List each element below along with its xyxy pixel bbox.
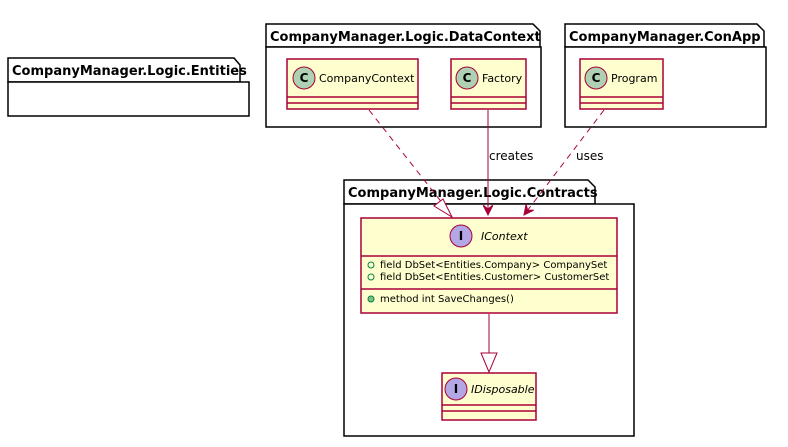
public-field-icon — [367, 273, 375, 281]
interface-idisposable[interactable]: I IDisposable — [441, 372, 537, 421]
interface-icontext[interactable]: I IContext field DbSet<Entities.Company>… — [360, 217, 618, 314]
interface-method: method int SaveChanges() — [380, 294, 514, 305]
interface-idisposable-name: IDisposable — [471, 383, 535, 396]
package-entities-title: CompanyManager.Logic.Entities — [12, 64, 247, 79]
class-badge-letter: C — [592, 71, 601, 85]
interface-badge-icon — [444, 377, 468, 401]
edge-label-creates: creates — [489, 149, 533, 163]
package-entities-tab — [7, 57, 241, 83]
class-factory[interactable]: C Factory — [450, 58, 527, 110]
public-method-icon — [367, 295, 375, 303]
edge-label-uses: uses — [576, 149, 604, 163]
edge-companycontext-realizes-icontext — [368, 109, 454, 219]
package-datacontext-title: CompanyManager.Logic.DataContext — [270, 30, 541, 45]
interface-badge-letter: I — [454, 382, 458, 396]
public-field-icon — [367, 261, 375, 269]
class-program-name: Program — [611, 72, 657, 85]
class-badge-icon — [455, 66, 479, 90]
package-contracts-tab — [343, 179, 596, 205]
package-datacontext-tab — [265, 23, 541, 48]
package-conapp-title: CompanyManager.ConApp — [569, 30, 761, 45]
package-contracts-title: CompanyManager.Logic.Contracts — [348, 186, 598, 201]
interface-field: field DbSet<Entities.Customer> CustomerS… — [380, 272, 609, 283]
class-badge-letter: C — [463, 71, 472, 85]
interface-icontext-name: IContext — [481, 230, 528, 243]
class-badge-icon — [584, 66, 608, 90]
realization-arrowhead-icon — [433, 198, 454, 219]
class-badge-letter: C — [300, 71, 309, 85]
generalization-arrowhead-icon — [480, 352, 498, 374]
edge-line — [368, 109, 444, 205]
interface-icontext-box — [360, 217, 618, 314]
class-company-context-name: CompanyContext — [319, 72, 415, 85]
class-program[interactable]: C Program — [579, 58, 664, 110]
edge-program-uses-icontext: uses — [524, 109, 605, 215]
package-entities: CompanyManager.Logic.Entities — [7, 57, 250, 117]
class-factory-name: Factory — [482, 72, 523, 85]
package-entities-body — [7, 81, 250, 117]
interface-badge-icon — [449, 224, 473, 248]
package-conapp-tab — [564, 23, 765, 48]
class-company-context[interactable]: C CompanyContext — [286, 58, 419, 110]
class-badge-icon — [292, 66, 316, 90]
edge-line — [524, 109, 605, 215]
interface-badge-letter: I — [459, 229, 463, 243]
edge-factory-creates-icontext: creates — [488, 110, 533, 215]
package-conapp: CompanyManager.ConApp — [564, 23, 767, 128]
edge-icontext-extends-idisposable — [480, 314, 498, 374]
interface-field: field DbSet<Entities.Company> CompanySet — [380, 260, 607, 271]
